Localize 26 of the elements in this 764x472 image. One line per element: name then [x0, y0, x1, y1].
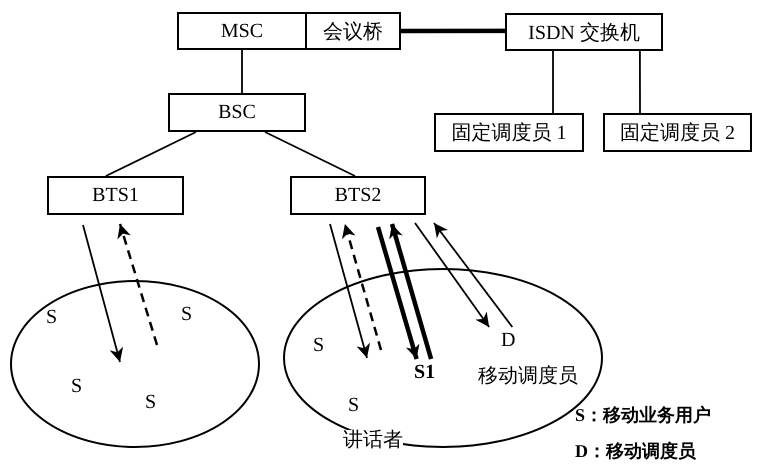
legend-note: D：移动调度员	[575, 442, 696, 460]
process-box: ISDN 交换机	[505, 13, 663, 51]
arrow	[329, 224, 370, 358]
connector-line	[106, 131, 196, 177]
connector-line	[264, 131, 356, 177]
role-label: 移动调度员	[478, 366, 578, 386]
connector-line	[639, 51, 641, 113]
process-box: BTS1	[47, 176, 184, 215]
connector-line	[241, 50, 243, 93]
process-box: 固定调度员 2	[603, 113, 752, 152]
process-box: MSC	[177, 12, 307, 50]
arrow	[117, 224, 158, 346]
arrow	[433, 222, 514, 328]
arrow	[389, 223, 434, 360]
process-box: BSC	[168, 93, 306, 132]
arrow	[82, 224, 124, 362]
arrow	[376, 226, 420, 360]
arrow	[342, 224, 382, 350]
process-box: 会议桥	[305, 12, 401, 50]
connector-line	[401, 28, 505, 34]
connector-line	[552, 51, 554, 113]
legend-note: S：移动业务用户	[575, 406, 712, 424]
arrow	[414, 222, 490, 328]
process-box: BTS2	[290, 176, 426, 215]
process-box: 固定调度员 1	[434, 113, 584, 152]
role-label: 讲话者	[343, 430, 403, 450]
